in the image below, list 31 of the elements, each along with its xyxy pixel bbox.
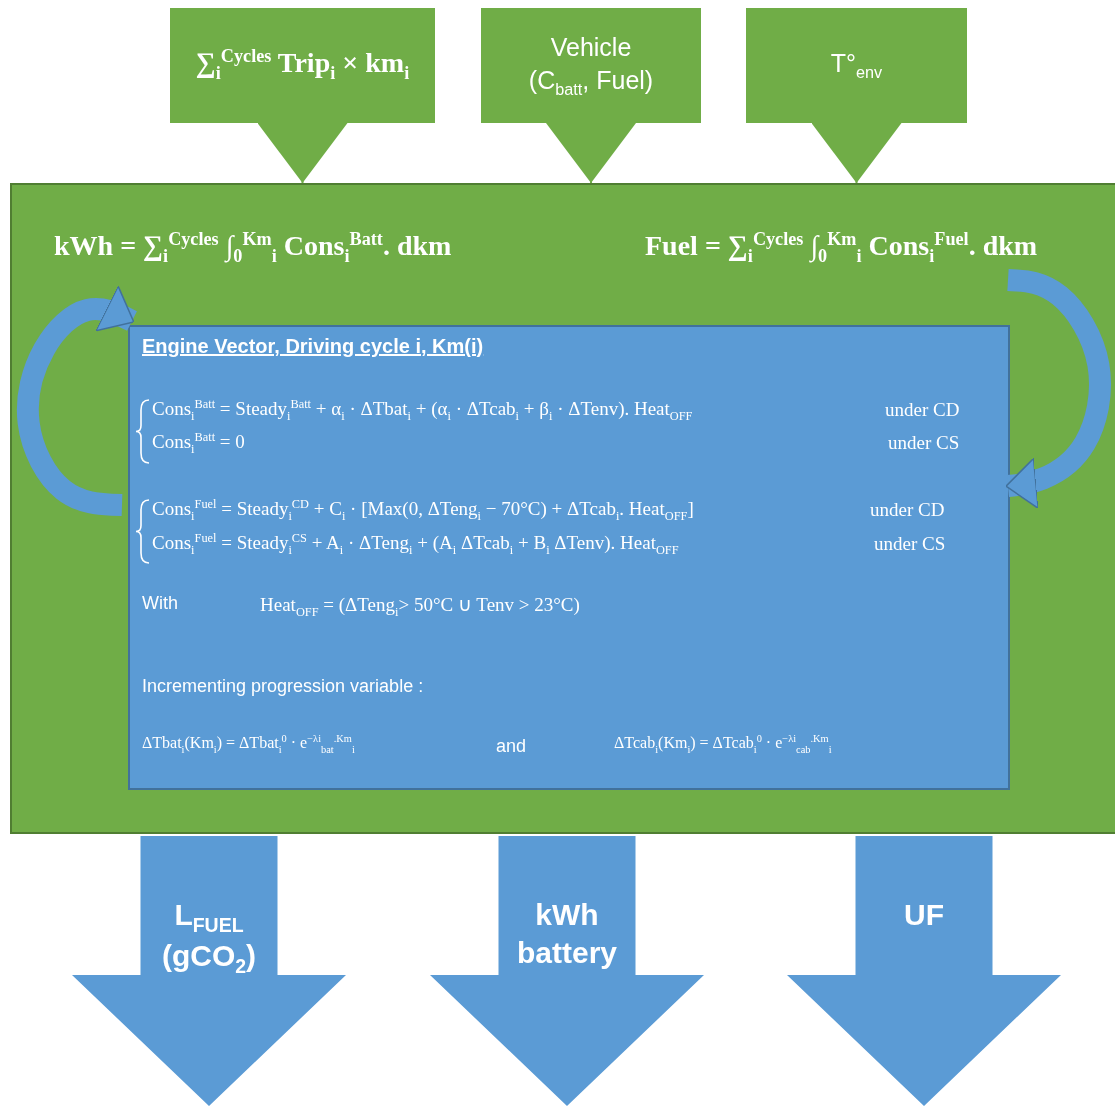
- equation: under CD: [885, 399, 960, 421]
- note-text: Incrementing progression variable :: [142, 676, 424, 697]
- equation: Cons$_{i}$$^{Batt}$ = 0: [152, 430, 245, 458]
- heading: Engine Vector, Driving cycle i, Km(i): [142, 335, 484, 358]
- input-label: ∑$_{i}$$^{Cycles}$ Trip$_{i}$ × km$_{i}$: [194, 45, 411, 86]
- equation: under CS: [874, 533, 946, 555]
- note-text: and: [496, 736, 527, 757]
- output-label: UF: [903, 897, 945, 933]
- output-arrow: [430, 836, 704, 1106]
- equation: Cons$_{i}$$^{Fuel}$ = Steady$_{i}$$^{CS}$ + A$_{i}$ · ΔTeng$_{i}$ + (A$_{i}$ ΔTcab$_{i}$ + B$_{i}$ ΔTenv). Heat$_{OFF}$: [152, 531, 679, 559]
- equation: under CD: [870, 499, 945, 521]
- input-label: Vehicle (C$_{batt}$, Fuel): [527, 32, 655, 100]
- equation: Heat$_{OFF}$ = (ΔTeng$_{i}$> 50°C ∪ Tenv > 23°C): [260, 593, 580, 620]
- output-label: kWh battery: [515, 897, 618, 971]
- arrow: [811, 122, 902, 184]
- input-box: [746, 8, 967, 123]
- input-box: [170, 8, 435, 123]
- input-label: T°$_{env}$: [829, 48, 884, 84]
- equation: Cons$_{i}$$^{Fuel}$ = Steady$_{i}$$^{CD}$ + C$_{i}$ · [Max(0, ΔTeng$_{i}$ − 70°C) + ΔTcab$_{i}$. Heat$_{OFF}$]: [152, 497, 694, 525]
- arrow: [546, 122, 636, 184]
- output-label: L$_{FUEL}$ (gCO$_{2}$): [160, 897, 258, 979]
- curved-arrow: [16, 285, 137, 516]
- equation: Cons$_{i}$$^{Batt}$ = Steady$_{i}$$^{Batt}$ + α$_{i}$ · ΔTbat$_{i}$ + (α$_{i}$ · ΔTcab$_{i}$ + β$_{i}$ · ΔTenv). Heat$_{OFF}$: [152, 397, 693, 425]
- model-panel: [10, 183, 1115, 834]
- equation-panel: [128, 325, 1010, 790]
- note-text: With: [142, 593, 178, 614]
- arrow: [257, 122, 348, 184]
- equation: under CS: [888, 432, 960, 454]
- output-arrow: [787, 836, 1061, 1106]
- output-arrow: [72, 836, 346, 1106]
- input-box: [481, 8, 701, 123]
